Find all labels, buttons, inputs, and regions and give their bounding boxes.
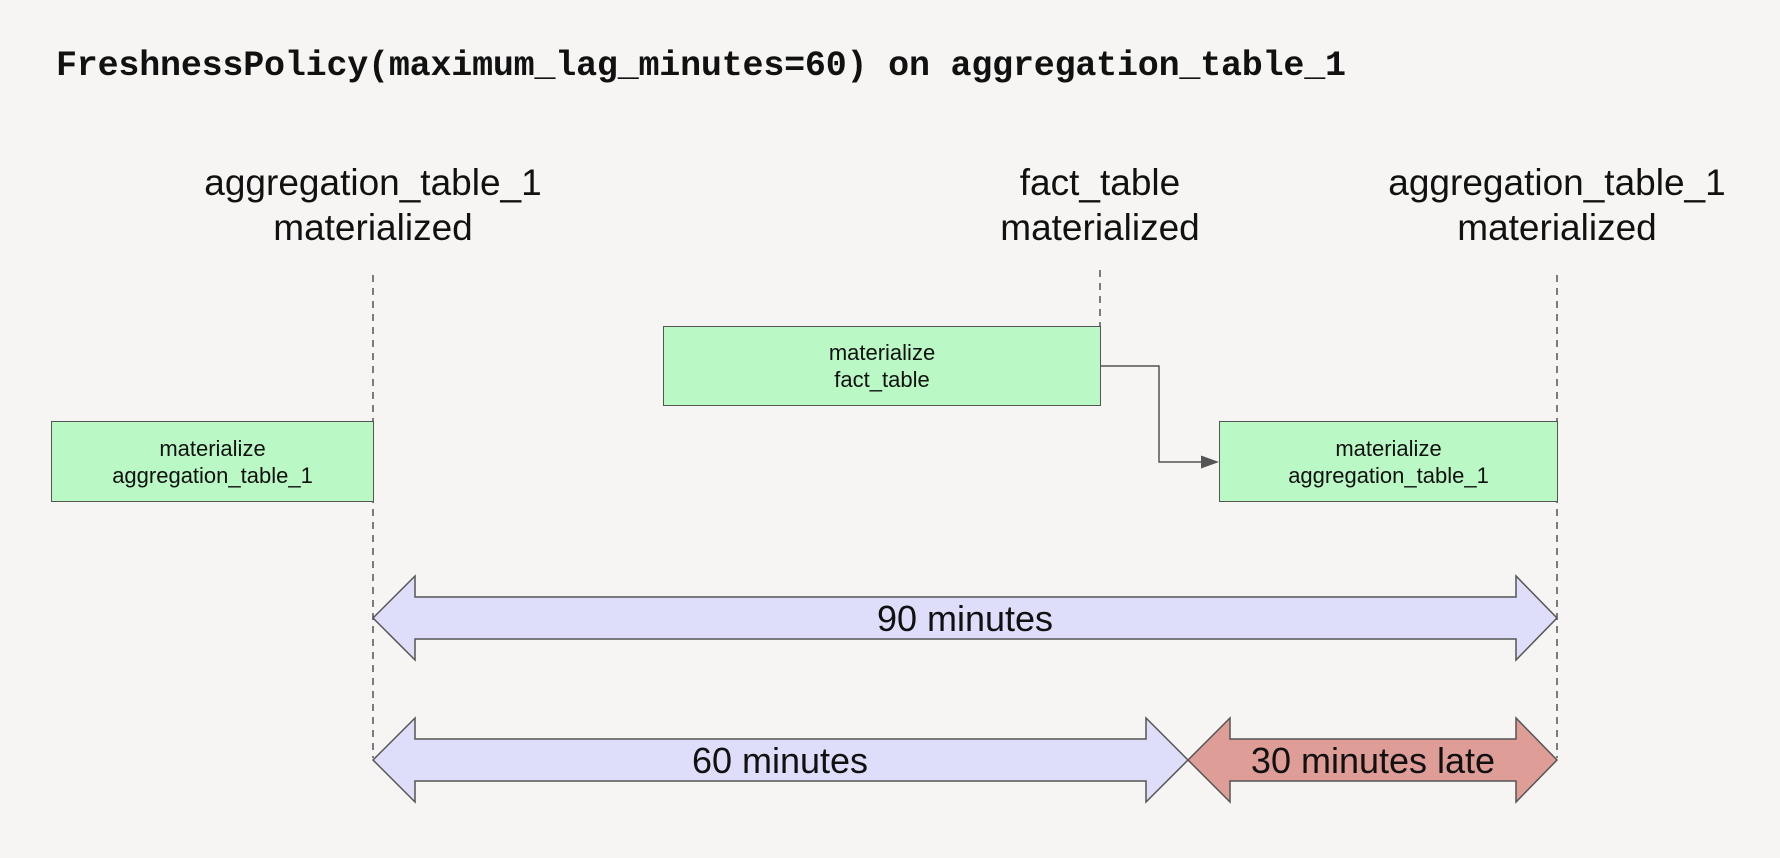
event-label-first-materialized: aggregation_table_1 materialized [173,160,573,250]
span-arrow-90 [371,574,1559,662]
span-label-60: 60 minutes [691,740,869,781]
task-line1: materialize [159,435,266,461]
span-label-90: 90 minutes [876,598,1054,639]
task-materialize-aggregation-second: materialize aggregation_table_1 [1219,421,1558,502]
task-materialize-aggregation-first: materialize aggregation_table_1 [51,421,374,502]
event-label-line1: aggregation_table_1 [1388,162,1726,203]
event-label-second-materialized: aggregation_table_1 materialized [1357,160,1757,250]
task-line2: fact_table [834,367,930,392]
task-line1: materialize [828,340,936,365]
event-label-fact-materialized: fact_table materialized [950,160,1250,250]
dependency-connector [1100,365,1205,463]
event-label-line2: materialized [273,207,473,248]
task-materialize-fact-table: materialize fact_table [663,326,1101,406]
event-label-line1: fact_table [1019,162,1181,203]
span-label-late: 30 minutes late [1250,740,1496,781]
event-label-line2: materialized [1457,207,1657,248]
span-arrow-late [1186,716,1559,804]
task-line2: aggregation_table_1 [112,462,313,488]
diagram-title: FreshnessPolicy(maximum_lag_minutes=60) … [56,46,1346,86]
task-line1: materialize [1335,435,1442,461]
dependency-arrowhead [1201,455,1219,469]
event-label-line1: aggregation_table_1 [204,162,542,203]
event-label-line2: materialized [1000,207,1200,248]
task-line2: aggregation_table_1 [1288,462,1489,488]
